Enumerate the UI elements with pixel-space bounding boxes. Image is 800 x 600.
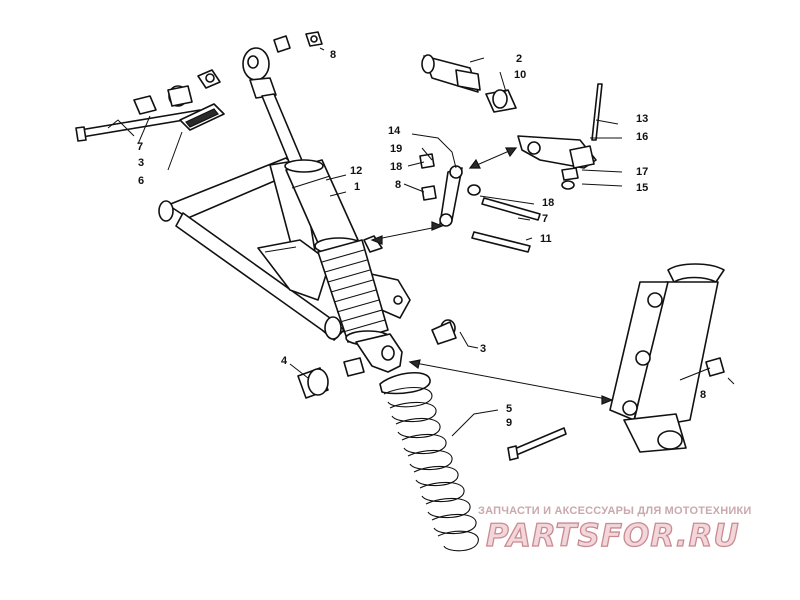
callout-18-right: 18 <box>542 197 554 209</box>
callout-labels: 8 12 1 7 3 6 2 10 13 16 17 15 14 19 18 8… <box>137 49 706 429</box>
callout-5: 5 <box>506 403 512 415</box>
coil-spring <box>379 371 479 552</box>
callout-7-right: 7 <box>542 213 548 225</box>
callout-8-mid: 8 <box>395 179 401 191</box>
callout-11: 11 <box>540 233 552 245</box>
callout-15: 15 <box>636 182 648 194</box>
callout-8-top: 8 <box>330 49 336 61</box>
callout-14: 14 <box>388 125 401 137</box>
callout-10: 10 <box>514 69 526 81</box>
assembly-arrows <box>370 147 614 405</box>
callout-7-left: 7 <box>137 141 143 153</box>
callout-6: 6 <box>138 175 144 187</box>
callout-19: 19 <box>390 143 402 155</box>
callout-17: 17 <box>636 166 648 178</box>
callout-3-right: 3 <box>480 343 486 355</box>
lower-mount-hardware <box>297 319 567 461</box>
shock-coil-lines <box>321 249 386 333</box>
callout-2: 2 <box>516 53 522 65</box>
upper-mount-hardware <box>75 31 323 142</box>
shock-absorber <box>242 47 403 373</box>
callout-4: 4 <box>281 355 288 367</box>
callout-16: 16 <box>636 131 648 143</box>
callout-13: 13 <box>636 113 648 125</box>
stabilizer-link-assembly <box>419 54 603 253</box>
ski-spindle <box>609 263 725 453</box>
callout-18-left: 18 <box>390 161 402 173</box>
callout-1: 1 <box>354 181 360 193</box>
callout-3-left: 3 <box>138 157 144 169</box>
watermark-subtitle: ЗАПЧАСТИ И АКСЕССУАРЫ ДЛЯ МОТОТЕХНИКИ <box>478 505 751 517</box>
callout-9: 9 <box>506 417 512 429</box>
watermark-logo: PARTSFOR.RU <box>486 518 740 554</box>
callout-12: 12 <box>350 165 362 177</box>
leader-lines <box>107 47 735 437</box>
watermark: ЗАПЧАСТИ И АКСЕССУАРЫ ДЛЯ МОТОТЕХНИКИ PA… <box>478 505 751 555</box>
callout-8-right: 8 <box>700 389 706 401</box>
